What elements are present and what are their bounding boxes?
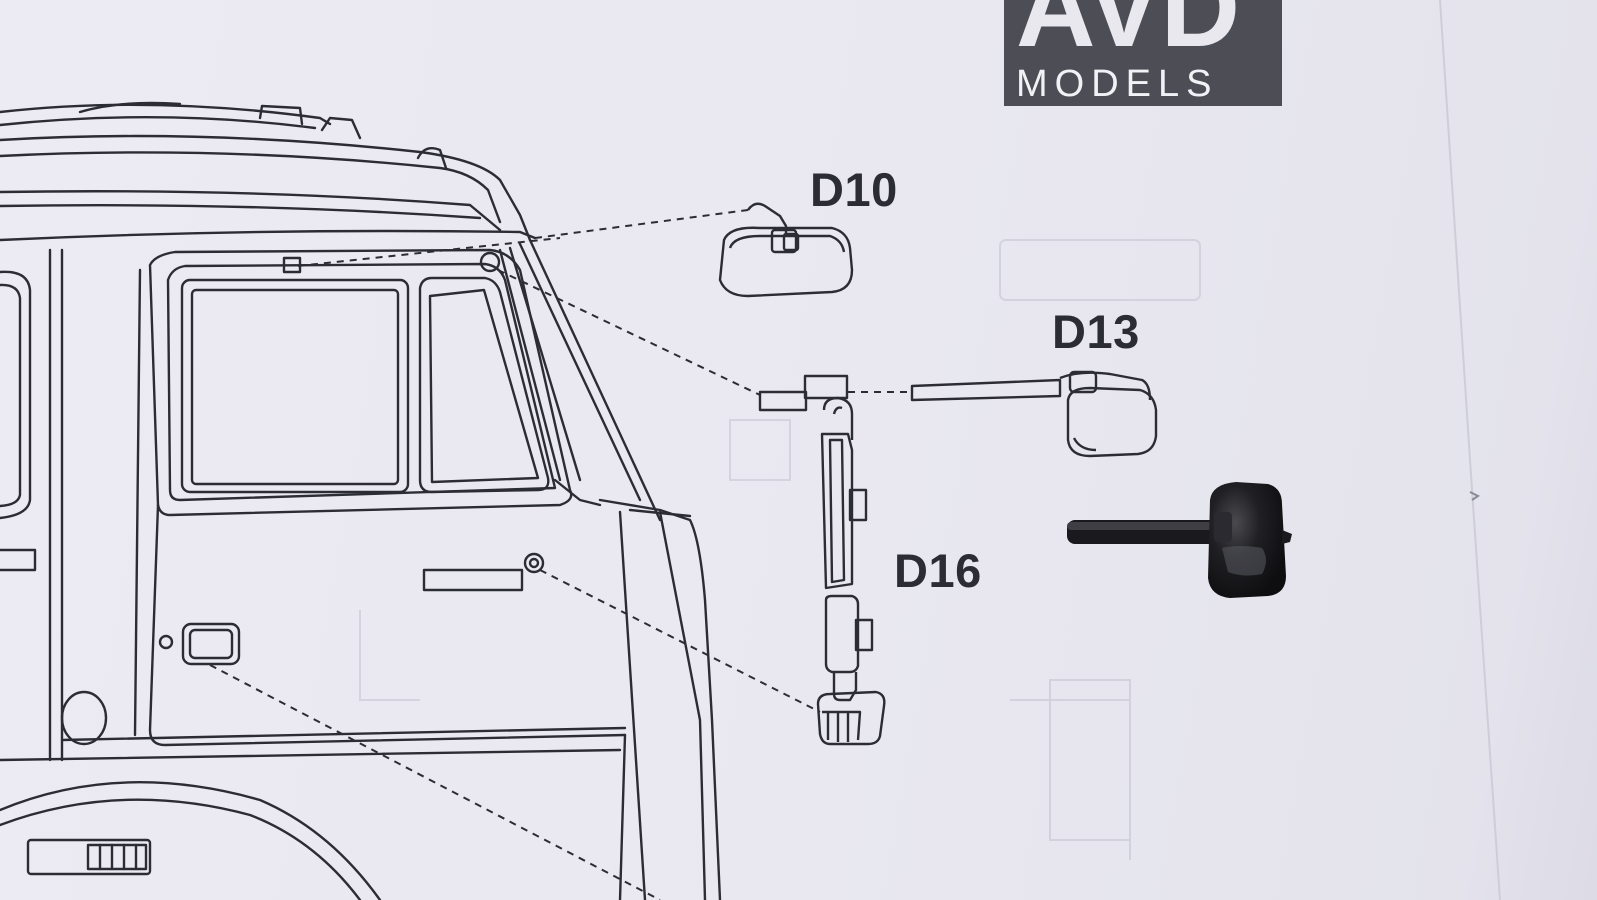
show-through-print [359,239,1201,860]
part-label-d16: D16 [894,544,982,597]
logo-brand-text: AVD [1016,0,1240,70]
part-d10-drawing [718,202,854,298]
truck-cab-drawing [0,101,722,900]
assembly-guide-lines [209,209,912,900]
black-mirror-part [1067,482,1292,598]
avd-models-logo: AVD MODELS [1004,0,1282,106]
part-label-d13: D13 [1052,305,1140,358]
paper-edge [1439,0,1501,900]
part-d13-drawing [910,370,1158,458]
logo-models-text: MODELS [1016,63,1218,105]
part-label-d10: D10 [810,163,898,216]
part-d16-drawing [758,374,886,746]
